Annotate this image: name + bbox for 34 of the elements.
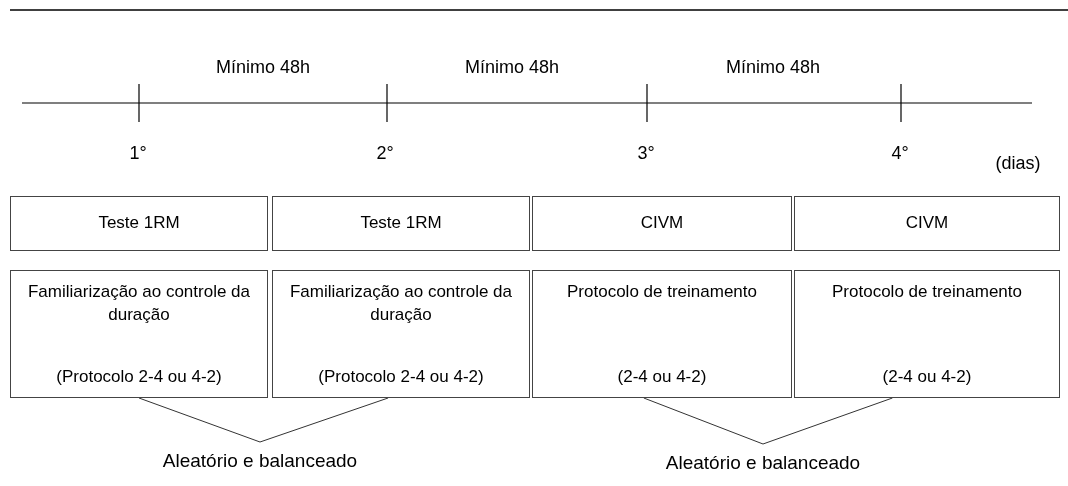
session-box (794, 270, 1060, 398)
box-title: Protocolo de treinamento (567, 281, 757, 303)
day-label: 3° (637, 143, 655, 164)
box-title: CIVM (905, 212, 949, 235)
session-box (532, 270, 792, 398)
bracket-line (643, 397, 764, 445)
note-text: Aleatório e balanceado (663, 452, 863, 478)
note-text: Aleatório e balanceado (160, 450, 360, 476)
session-box (272, 196, 530, 251)
interval-label: Mínimo 48h (465, 57, 559, 78)
day-label: 4° (891, 143, 909, 164)
day-label: 1° (129, 143, 147, 164)
box-title: CIVM (640, 212, 684, 235)
box-note: (2-4 ou 4-2) (882, 366, 972, 389)
box-title: Teste 1RM (98, 212, 180, 235)
box-note: (Protocolo 2-4 ou 4-2) (318, 366, 484, 389)
session-box (10, 196, 268, 251)
session-box (532, 196, 792, 251)
bracket-line (762, 397, 893, 445)
box-title: Protocolo de treinamento (832, 281, 1022, 303)
interval-label: Mínimo 48h (726, 57, 820, 78)
session-box (10, 270, 268, 398)
box-title: Familiarização ao controle da duração (26, 281, 252, 326)
box-note: (2-4 ou 4-2) (617, 366, 707, 389)
box-note: (Protocolo 2-4 ou 4-2) (56, 366, 222, 389)
interval-label: Mínimo 48h (216, 57, 310, 78)
session-box (794, 196, 1060, 251)
box-title: Familiarização ao controle da duração (288, 281, 514, 326)
session-box (272, 270, 530, 398)
box-title: Teste 1RM (360, 212, 442, 235)
day-label: 2° (376, 143, 394, 164)
bracket-line (138, 397, 261, 443)
bracket-line (259, 397, 389, 443)
unit-label: (dias) (995, 153, 1041, 174)
